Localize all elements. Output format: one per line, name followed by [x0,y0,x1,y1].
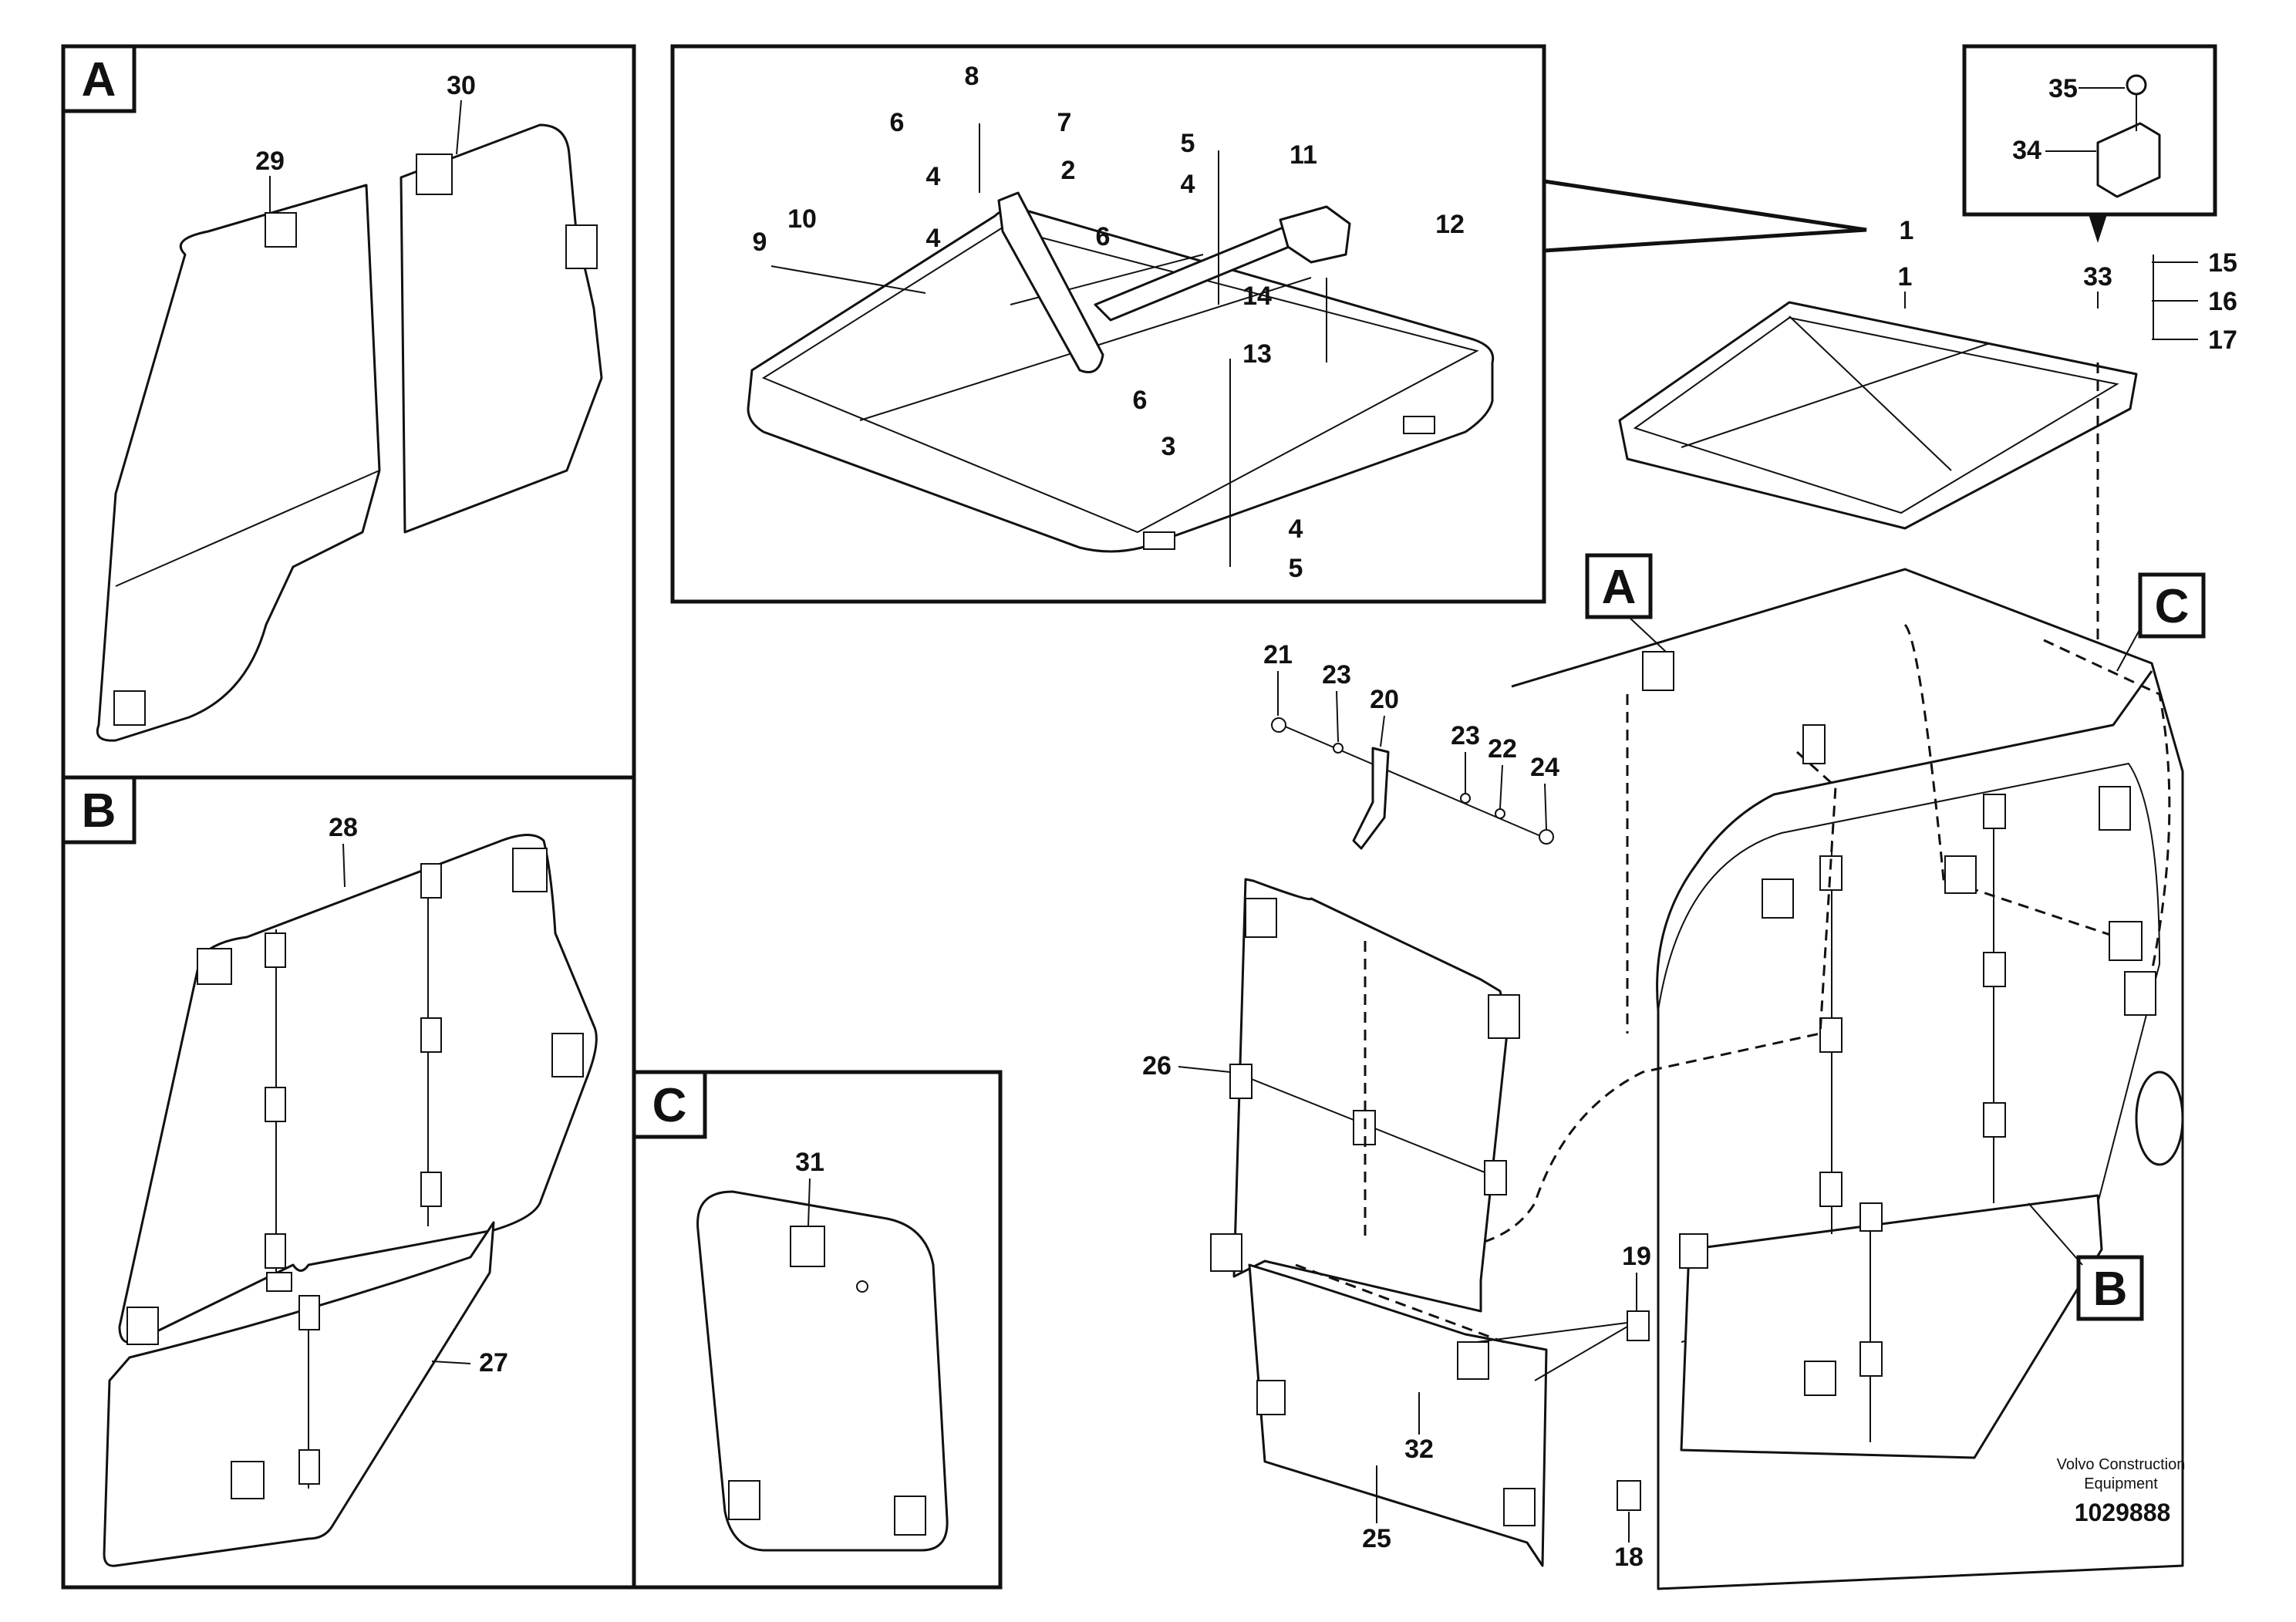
label-23a: 23 [1322,660,1351,690]
label-1a: 1 [1900,216,1914,245]
label-4b: 4 [926,224,941,253]
label-31: 31 [795,1148,824,1177]
label-15: 15 [2208,248,2237,278]
label-4c: 4 [1181,170,1195,199]
side-panels [1210,878,1650,1567]
left-hardware: 21 23 20 23 22 24 [1263,640,1559,850]
label-5b: 5 [1289,554,1303,583]
small-tray: 1 1 33 15 16 17 [1618,216,2237,671]
panel-b-parts: 28 27 [103,813,598,1567]
panel-c-letter: C [652,1079,687,1132]
tray-inset-parts: 8 6 7 2 4 4 6 9 10 5 4 11 12 14 13 6 3 4… [747,62,1495,583]
label-7: 7 [1057,108,1072,137]
label-5a: 5 [1181,129,1195,158]
label-14: 14 [1242,282,1272,311]
label-6c: 6 [1133,386,1148,415]
panel-c-parts: 31 [696,1148,949,1552]
inset-bracket-frame [1962,44,2217,217]
label-8: 8 [965,62,979,91]
callout-c: C [2116,572,2206,672]
panel-a-parts: 29 30 [96,71,603,742]
callout-b-letter: B [2093,1263,2128,1316]
label-25: 25 [1362,1524,1391,1553]
label-23b: 23 [1451,721,1480,750]
label-6b: 6 [1096,222,1111,251]
label-27: 27 [479,1348,508,1378]
panel-b-letter: B [82,784,116,838]
bracket-inset-parts: 35 34 [2012,74,2161,243]
label-9: 9 [753,228,767,257]
panel-a-letter: A [82,53,116,106]
label-6a: 6 [890,108,905,137]
label-33: 33 [2083,262,2112,292]
callout-c-letter: C [2155,580,2190,633]
label-28: 28 [329,813,358,842]
credit-line-1: Volvo Construction [2057,1456,2186,1473]
label-19: 19 [1622,1242,1651,1271]
label-3: 3 [1161,432,1176,461]
callout-a-letter: A [1602,561,1637,614]
label-20: 20 [1370,685,1399,714]
label-30: 30 [447,71,476,100]
panel-a-badge: A [61,44,137,113]
callout-b: B [2028,1202,2144,1321]
label-24: 24 [1530,753,1559,782]
label-4a: 4 [926,162,941,191]
label-29: 29 [255,147,285,176]
callout-a: A [1585,553,1667,653]
label-35: 35 [2048,74,2078,103]
label-22: 22 [1488,734,1517,764]
label-16: 16 [2208,287,2237,316]
document-number: 1029888 [2075,1499,2171,1526]
inset-connector [1542,179,1867,253]
label-18: 18 [1614,1543,1644,1572]
label-4d: 4 [1289,514,1303,544]
panel-b-badge: B [61,775,137,845]
label-1b: 1 [1898,262,1913,292]
label-13: 13 [1242,339,1272,369]
label-32: 32 [1404,1435,1434,1464]
label-21: 21 [1263,640,1293,669]
label-10: 10 [787,204,817,234]
panel-c-badge: C [632,1070,707,1139]
label-12: 12 [1435,210,1465,239]
label-2: 2 [1061,156,1076,185]
label-11: 11 [1290,140,1317,170]
label-34: 34 [2012,136,2041,165]
label-26: 26 [1142,1051,1172,1081]
credit-line-2: Equipment [2084,1475,2158,1492]
label-17: 17 [2208,325,2237,355]
cab-assembly [1449,568,2184,1590]
